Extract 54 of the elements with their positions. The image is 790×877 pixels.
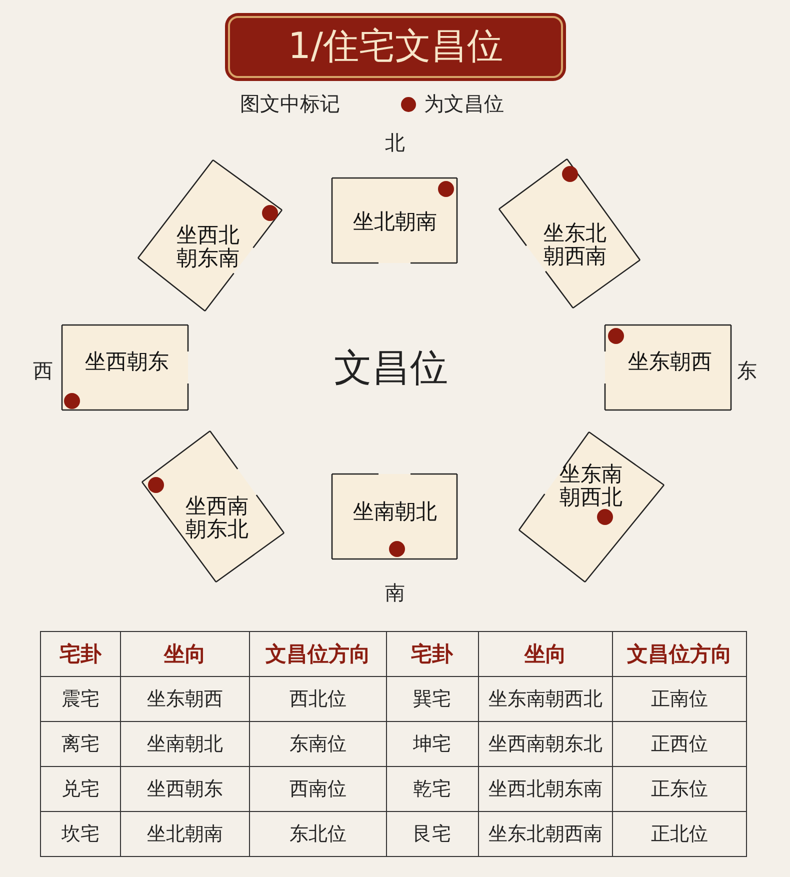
legend-text: 为文昌位 [424,90,504,118]
card-label: 坐西南朝东北 [184,495,250,541]
table-cell: 坎宅 [40,812,121,856]
table-cell: 坤宅 [386,722,478,766]
table-cell: 东南位 [249,722,386,766]
direction-label: 东 [737,358,757,384]
table-cell: 正南位 [612,676,746,722]
column-header: 宅卦 [386,632,478,676]
direction-label: 北 [385,130,405,156]
column-header: 坐向 [120,632,250,676]
table-cell: 艮宅 [386,812,478,856]
card-label: 坐东北朝西南 [542,222,608,268]
table-cell: 震宅 [40,676,121,722]
table-cell: 正西位 [612,722,746,766]
table-cell: 坐北朝南 [120,812,250,856]
caption-text: 图文中标记 [240,90,340,118]
card-label: 坐南朝北 [353,500,437,524]
table-cell: 兑宅 [40,766,121,812]
house-card [332,474,457,559]
table-cell: 巽宅 [386,676,478,722]
house-card [138,160,282,311]
center-title: 文昌位 [334,344,448,392]
column-header: 坐向 [478,632,613,676]
table-cell: 坐西朝东 [120,766,250,812]
table-cell: 坐东南朝西北 [478,676,613,722]
column-header: 宅卦 [40,632,121,676]
house-card [499,159,640,308]
house-card [519,432,664,582]
table-cell: 乾宅 [386,766,478,812]
table-cell: 坐东朝西 [120,676,250,722]
card-label: 坐北朝南 [353,210,437,234]
table-cell: 正东位 [612,766,746,812]
table-cell: 离宅 [40,722,121,766]
table-cell: 正北位 [612,812,746,856]
house-card [605,325,731,410]
table-cell: 西北位 [249,676,386,722]
table-cell: 西南位 [249,766,386,812]
card-label: 坐西北朝东南 [176,224,240,270]
column-header: 文昌位方向 [612,632,746,676]
column-header: 文昌位方向 [249,632,386,676]
table-cell: 坐西南朝东北 [478,722,613,766]
title-banner: 1/住宅文昌位 [228,16,563,78]
table-cell: 坐南朝北 [120,722,250,766]
card-label: 坐西朝东 [85,350,169,374]
card-label: 坐东朝西 [628,350,712,374]
direction-label: 西 [33,358,53,384]
house-card [142,431,284,582]
table-cell: 坐东北朝西南 [478,812,613,856]
direction-label: 南 [385,580,405,606]
card-label: 坐东南朝西北 [558,463,624,509]
house-card [332,178,457,263]
table-cell: 东北位 [249,812,386,856]
house-card [62,325,188,410]
table-cell: 坐西北朝东南 [478,766,613,812]
